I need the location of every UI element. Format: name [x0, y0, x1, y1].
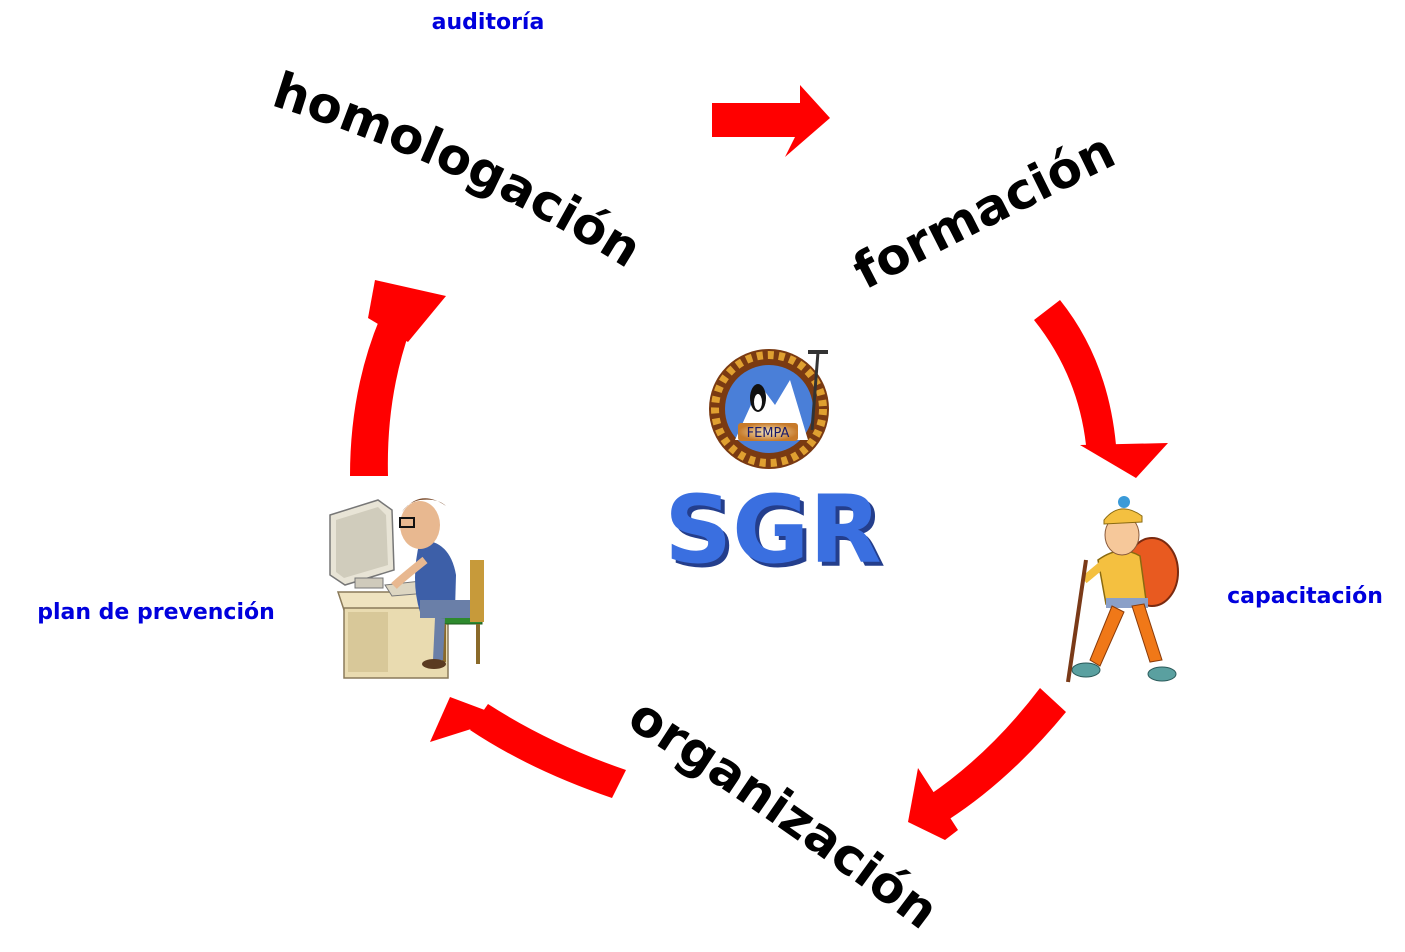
person-at-computer-icon	[329, 498, 484, 679]
sgr-title: SGR	[664, 476, 881, 585]
word-homologacion: homologación	[266, 61, 651, 279]
label-auditoria: auditoría	[432, 10, 545, 35]
arrow-bottom-left	[430, 697, 626, 798]
arrow-left-up	[350, 280, 446, 476]
arrow-right-down	[1034, 300, 1168, 478]
arrow-top-right	[712, 85, 830, 157]
word-formacion: formación	[844, 121, 1124, 300]
hiker-icon	[1066, 496, 1179, 683]
word-organizacion: organización	[619, 686, 950, 940]
fempa-logo-text: FEMPA	[747, 426, 790, 441]
label-plan-prevencion: plan de prevención	[37, 600, 275, 625]
arrow-bottom-right	[908, 688, 1066, 840]
fempa-logo-icon: FEMPA	[709, 349, 829, 469]
label-capacitacion: capacitación	[1227, 584, 1383, 609]
sgr-title-shadow: SGR	[668, 480, 885, 589]
